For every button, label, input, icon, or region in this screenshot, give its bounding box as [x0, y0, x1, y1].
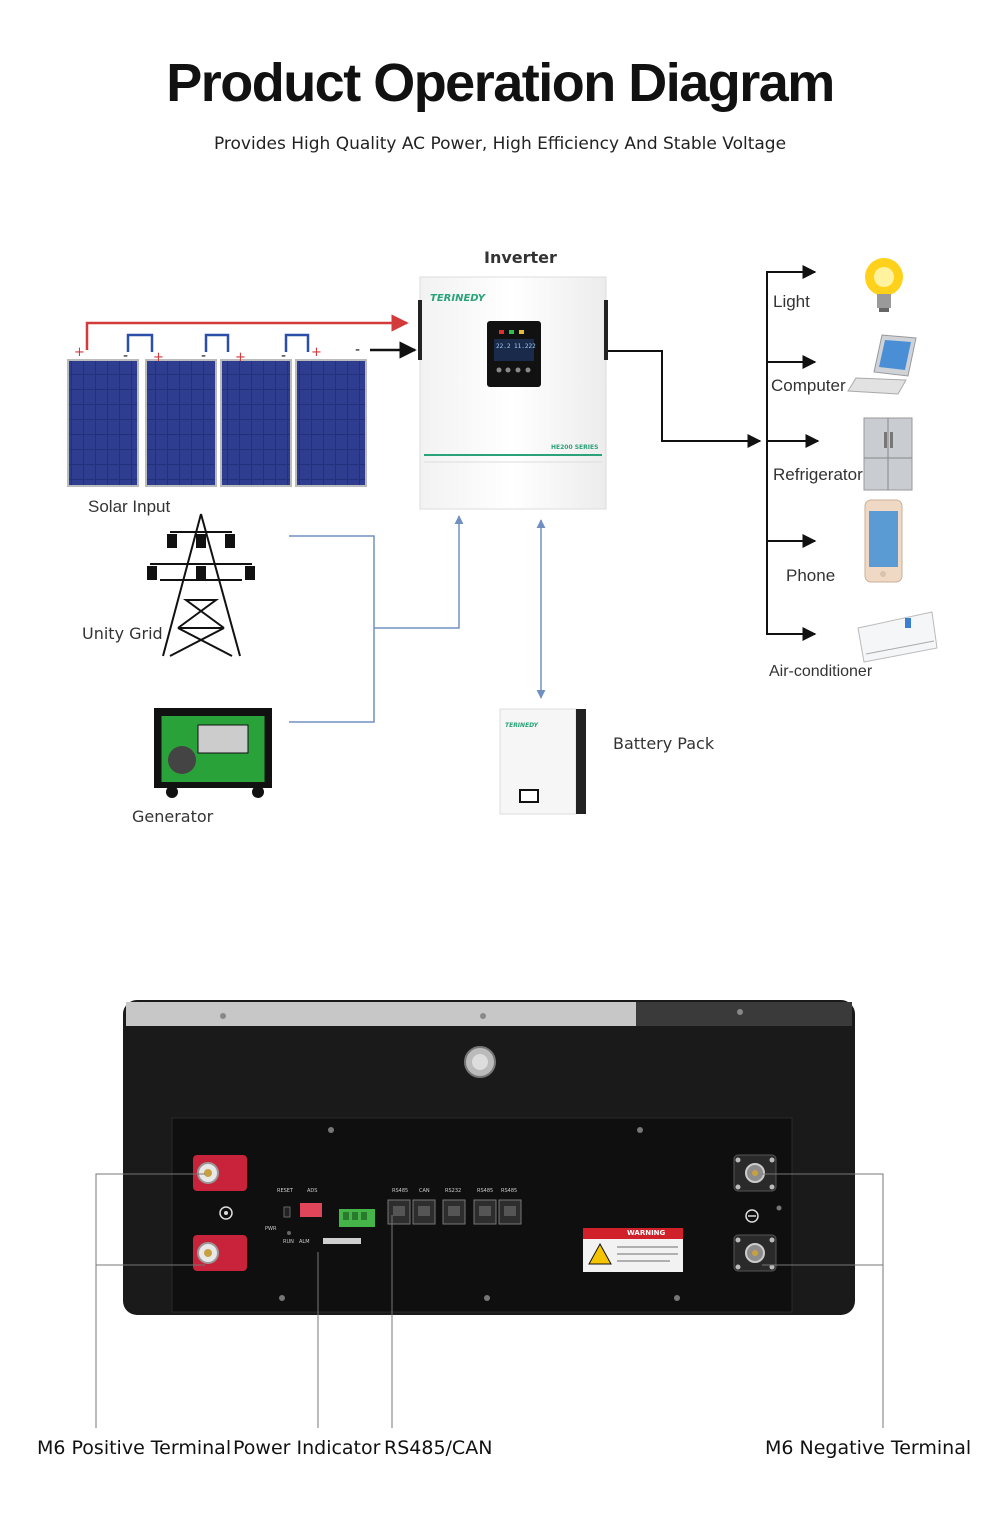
rj45-port-can	[412, 1199, 436, 1225]
negative-symbol-icon	[745, 1209, 759, 1223]
rj45-port-rs232	[442, 1199, 466, 1225]
callout-line-positive	[95, 1173, 205, 1428]
battery-brand: TERINEDY	[505, 722, 539, 729]
load-label-refrigerator: Refrigerator	[773, 465, 863, 484]
load-label-air-conditioner: Air-conditioner	[769, 663, 873, 680]
indicator-label-run: RUN	[283, 1239, 294, 1245]
vent-screw	[464, 1046, 496, 1078]
port-label-reset: RESET	[277, 1188, 294, 1194]
indicator-label-alm: ALM	[299, 1239, 310, 1245]
inverter	[418, 276, 608, 510]
indicator-label-pwr: PWR	[265, 1226, 277, 1232]
positive-terminal-bottom	[193, 1235, 247, 1271]
inverter-series: HE200 SERIES	[551, 444, 598, 451]
pv-positive-wire	[85, 314, 409, 350]
ac-input-line	[374, 515, 464, 629]
panel-minus-sign: -	[355, 342, 360, 358]
solar-panel-4	[295, 359, 367, 487]
load-label-light: Light	[773, 292, 810, 311]
positive-terminal-top	[193, 1155, 247, 1191]
refrigerator-icon	[863, 417, 913, 491]
rj45-port-rs485	[387, 1199, 411, 1225]
callout-m6-positive-terminal: M6 Positive Terminal	[37, 1437, 232, 1459]
rj45-port-rs485-2	[473, 1199, 497, 1225]
inverter-label: Inverter	[484, 248, 557, 267]
port-label-rs485-3: RS485	[501, 1188, 518, 1194]
ac-output-wire	[608, 350, 762, 448]
solar-input-label: Solar Input	[88, 497, 171, 516]
panel-plus-sign: +	[235, 350, 246, 365]
panel-plus-sign: +	[74, 345, 85, 360]
port-label-can: CAN	[419, 1188, 430, 1194]
port-label-rs485-2: RS485	[477, 1188, 494, 1194]
callout-line-negative	[762, 1173, 884, 1428]
light-bulb-icon	[865, 258, 903, 312]
panel-plus-sign: +	[153, 350, 164, 365]
panel-minus-sign: -	[281, 348, 286, 364]
generator-label: Generator	[132, 807, 214, 826]
dry-contact-terminal	[339, 1209, 375, 1227]
panel-minus-sign: -	[201, 348, 206, 364]
inverter-lcd-text: 22.2 11.222	[496, 343, 536, 350]
panel-plus-sign: +	[311, 345, 322, 360]
callout-m6-negative-terminal: M6 Negative Terminal	[765, 1437, 972, 1459]
power-tower-icon	[150, 513, 252, 657]
laptop-icon	[847, 334, 917, 395]
solar-panels	[67, 333, 367, 487]
jumper-2	[204, 333, 230, 352]
port-label-ads: ADS	[307, 1188, 318, 1194]
phone-icon	[864, 499, 903, 583]
load-label-computer: Computer	[771, 376, 846, 395]
reset-button	[283, 1206, 291, 1218]
pwr-led	[287, 1231, 291, 1235]
unity-grid-label: Unity Grid	[82, 624, 163, 643]
page-subtitle: Provides High Quality AC Power, High Eff…	[213, 134, 787, 154]
insulators-icon	[147, 534, 255, 580]
battery-pack	[499, 708, 586, 815]
rj45-port-rs485-3	[498, 1199, 522, 1225]
panel-minus-sign: -	[123, 348, 128, 364]
page-title: Product Operation Diagram	[166, 53, 835, 113]
battery-top-trim	[126, 1002, 636, 1026]
battery-pack-label: Battery Pack	[613, 734, 715, 753]
air-conditioner-icon	[857, 611, 938, 663]
solar-panel-2	[145, 359, 217, 487]
inverter-brand: TERINEDY	[430, 293, 487, 304]
generator-icon	[154, 708, 272, 798]
operation-diagram: + + + + - - - - 22.2 11.222 TERINEDY HE2…	[67, 258, 938, 815]
battery-housing	[123, 1000, 855, 1315]
solar-panel-3	[220, 359, 292, 487]
grid-generator-bracket	[289, 535, 375, 723]
warning-label-text: WARNING	[627, 1229, 666, 1237]
negative-terminal-bottom	[733, 1234, 777, 1272]
dip-switch	[300, 1203, 322, 1217]
load-label-phone: Phone	[786, 566, 836, 585]
led-strip	[323, 1238, 361, 1244]
negative-terminal-top	[733, 1154, 777, 1192]
callout-rs485-can: RS485/CAN	[384, 1437, 493, 1459]
port-label-rs232: RS232	[445, 1188, 462, 1194]
callout-power-indicator: Power Indicator	[233, 1437, 381, 1459]
solar-panel-1	[67, 359, 139, 487]
connector-panel	[171, 1117, 793, 1313]
port-label-rs485: RS485	[392, 1188, 409, 1194]
positive-symbol-icon	[219, 1206, 233, 1220]
jumper-1	[126, 333, 154, 352]
jumper-3	[284, 333, 310, 352]
